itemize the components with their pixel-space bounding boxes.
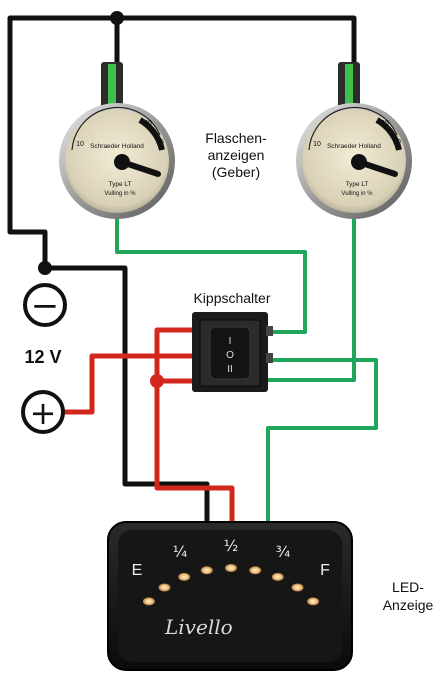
led-mark-half: ½ — [224, 537, 239, 555]
gauge-tick-mid: 45 — [144, 120, 152, 127]
gauge-tick-high: 80 — [393, 139, 401, 146]
gauge-fill: Vulling in % — [341, 191, 373, 197]
switch-label: Kippschalter — [193, 290, 270, 306]
sender-gauge-right: Schraeder Holland 10 45 80 Type LT Vulli… — [296, 62, 412, 219]
gauge-type: Type LT — [108, 181, 131, 188]
switch-mark-off: O — [226, 350, 234, 361]
led-display: E ¼ ½ ¾ F Livello — [107, 521, 353, 671]
led-segment — [200, 566, 213, 575]
minus-symbol: − — [31, 286, 60, 326]
gauge-brand: Schraeder Holland — [90, 143, 144, 150]
gauge-hub — [351, 154, 367, 170]
sender-gauge-left: Schraeder Holland 10 45 85 Type LT Vulli… — [59, 62, 175, 219]
led-label-line1: LED- — [392, 579, 424, 595]
led-mark-quarter: ¼ — [173, 543, 188, 561]
led-label-line2: Anzeige — [383, 597, 434, 613]
led-segment — [158, 583, 171, 592]
gauge-tube-glow — [108, 64, 116, 112]
led-segment — [291, 583, 304, 592]
switch-mark-on: I — [229, 336, 232, 347]
gauge-brand: Schraeder Holland — [327, 143, 381, 150]
led-segment — [142, 597, 155, 606]
senders-label-line3: (Geber) — [212, 164, 260, 180]
gauge-tick-low: 10 — [76, 141, 84, 148]
plus-terminal: + — [21, 390, 65, 434]
gauge-tick-mid: 45 — [381, 120, 389, 127]
gauge-hub — [114, 154, 130, 170]
wire-red — [63, 327, 235, 532]
gauge-tick-low: 10 — [313, 141, 321, 148]
led-segment — [225, 564, 237, 572]
led-mark-empty: E — [132, 562, 143, 579]
gauge-tick-high: 85 — [156, 139, 164, 146]
gauge-tube-glow — [345, 64, 353, 112]
plus-symbol: + — [30, 394, 57, 432]
led-segment — [249, 566, 262, 575]
led-mark-three-quarter: ¾ — [276, 543, 291, 561]
gauge-fill: Vulling in % — [104, 191, 136, 197]
led-brand: Livello — [164, 615, 233, 639]
led-bar — [142, 564, 320, 606]
wire-green — [115, 210, 378, 532]
minus-terminal: − — [23, 283, 67, 327]
gauge-type: Type LT — [345, 181, 368, 188]
toggle-switch[interactable]: I O II — [192, 312, 273, 392]
senders-label-line2: anzeigen — [208, 147, 265, 163]
led-mark-full: F — [320, 562, 330, 579]
led-segment — [271, 572, 284, 581]
switch-mark-on2: II — [227, 364, 233, 375]
led-segment — [307, 597, 320, 606]
junction-top — [110, 11, 124, 25]
voltage-label: 12 V — [24, 347, 61, 367]
wire-black — [7, 15, 357, 532]
junction-red — [150, 374, 164, 388]
led-segment — [178, 572, 191, 581]
senders-label-line1: Flaschen- — [205, 130, 267, 146]
junction-minus — [38, 261, 52, 275]
